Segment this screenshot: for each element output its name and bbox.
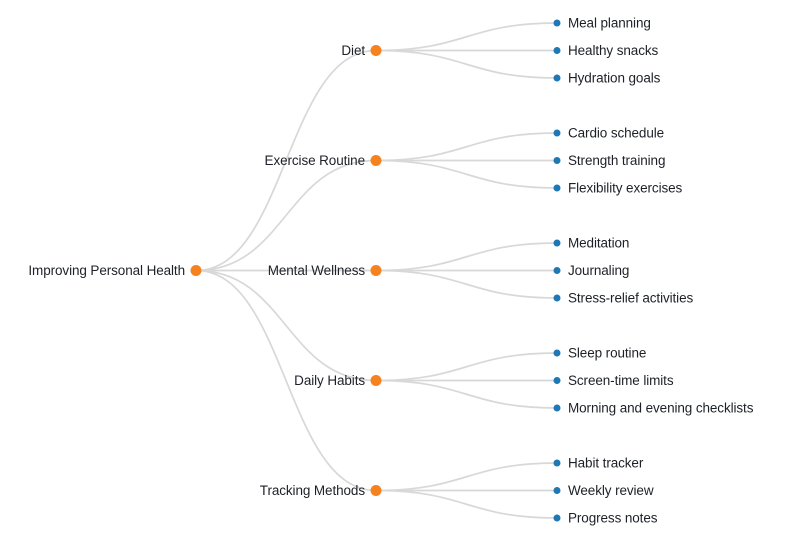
link-root-tracking-methods xyxy=(195,269,377,492)
node-dot-hydration-goals[interactable] xyxy=(553,74,561,82)
node-dot-cardio-schedule[interactable] xyxy=(553,129,561,137)
node-dot-sleep-routine[interactable] xyxy=(553,349,561,357)
node-dot-screen-time-limits[interactable] xyxy=(553,377,561,384)
link-diet-meal-planning xyxy=(375,22,558,52)
node-label-cardio-schedule: Cardio schedule xyxy=(568,126,664,141)
node-label-mental-wellness: Mental Wellness xyxy=(268,263,366,278)
node-dot-meditation[interactable] xyxy=(553,239,561,247)
node-dot-mental-wellness[interactable] xyxy=(370,265,382,276)
link-root-exercise-routine xyxy=(195,159,377,272)
node-label-daily-habits: Daily Habits xyxy=(294,373,365,388)
node-label-progress-notes: Progress notes xyxy=(568,511,658,526)
node-label-diet: Diet xyxy=(341,43,365,58)
node-label-journaling: Journaling xyxy=(568,263,629,278)
node-dot-improving-personal-health[interactable] xyxy=(190,265,202,276)
link-tracking-methods-progress-notes xyxy=(375,489,558,519)
link-daily-habits-sleep-routine xyxy=(375,352,558,382)
node-dot-exercise-routine[interactable] xyxy=(370,155,382,166)
node-dot-diet[interactable] xyxy=(370,45,382,56)
link-mental-wellness-stress-relief-activities xyxy=(375,269,558,299)
node-label-morning-and-evening-checklists: Morning and evening checklists xyxy=(568,401,754,416)
node-label-weekly-review: Weekly review xyxy=(568,483,654,498)
node-label-flexibility-exercises: Flexibility exercises xyxy=(568,181,683,196)
node-dot-habit-tracker[interactable] xyxy=(553,459,561,467)
link-diet-hydration-goals xyxy=(375,49,558,79)
node-label-meditation: Meditation xyxy=(568,236,629,251)
node-dot-strength-training[interactable] xyxy=(553,157,561,164)
node-dot-progress-notes[interactable] xyxy=(553,514,561,522)
node-label-hydration-goals: Hydration goals xyxy=(568,71,661,86)
node-label-habit-tracker: Habit tracker xyxy=(568,456,644,471)
link-exercise-routine-cardio-schedule xyxy=(375,132,558,162)
link-root-diet xyxy=(195,49,377,272)
link-mental-wellness-meditation xyxy=(375,242,558,272)
link-tracking-methods-habit-tracker xyxy=(375,462,558,492)
node-dot-stress-relief-activities[interactable] xyxy=(553,294,561,302)
node-label-screen-time-limits: Screen-time limits xyxy=(568,373,674,388)
node-dot-daily-habits[interactable] xyxy=(370,375,382,386)
link-exercise-routine-flexibility-exercises xyxy=(375,159,558,189)
link-root-daily-habits xyxy=(195,269,377,382)
node-dot-weekly-review[interactable] xyxy=(553,487,561,494)
node-dot-journaling[interactable] xyxy=(553,267,561,274)
node-label-tracking-methods: Tracking Methods xyxy=(260,483,366,498)
node-label-exercise-routine: Exercise Routine xyxy=(265,153,365,168)
node-label-strength-training: Strength training xyxy=(568,153,665,168)
node-dot-meal-planning[interactable] xyxy=(553,19,561,27)
node-label-meal-planning: Meal planning xyxy=(568,16,651,31)
node-dot-healthy-snacks[interactable] xyxy=(553,47,561,54)
node-dot-flexibility-exercises[interactable] xyxy=(553,184,561,192)
links-layer xyxy=(195,22,558,519)
node-dot-tracking-methods[interactable] xyxy=(370,485,382,496)
node-label-stress-relief-activities: Stress-relief activities xyxy=(568,291,693,306)
node-dot-morning-and-evening-checklists[interactable] xyxy=(553,404,561,412)
root-node-label: Improving Personal Health xyxy=(28,263,185,278)
node-label-sleep-routine: Sleep routine xyxy=(568,346,646,361)
node-label-healthy-snacks: Healthy snacks xyxy=(568,43,658,58)
link-daily-habits-morning-and-evening-checklists xyxy=(375,379,558,409)
